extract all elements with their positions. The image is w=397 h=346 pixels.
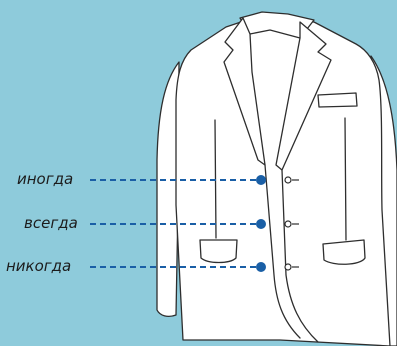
jacket-chest-pocket <box>318 93 357 107</box>
button-bottom <box>285 264 291 270</box>
pointer-dot-bottom <box>256 262 266 272</box>
label-sometimes: иногда <box>17 170 73 188</box>
button-middle <box>285 221 291 227</box>
jacket-right-pocket <box>323 240 365 264</box>
label-never: никогда <box>6 257 71 275</box>
pointer-dot-middle <box>256 219 266 229</box>
jacket-left-pocket <box>200 240 237 263</box>
button-top <box>285 177 291 183</box>
label-always: всегда <box>24 214 78 232</box>
pointer-dot-top <box>256 175 266 185</box>
